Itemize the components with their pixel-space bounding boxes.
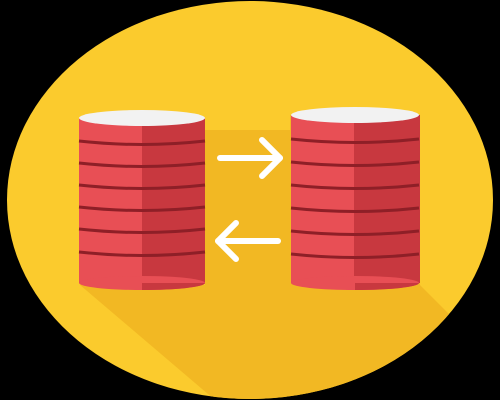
database-right-icon bbox=[290, 107, 420, 290]
arrow-right-icon bbox=[217, 137, 283, 179]
database-left-icon bbox=[78, 110, 206, 290]
arrow-left-icon bbox=[215, 220, 281, 262]
